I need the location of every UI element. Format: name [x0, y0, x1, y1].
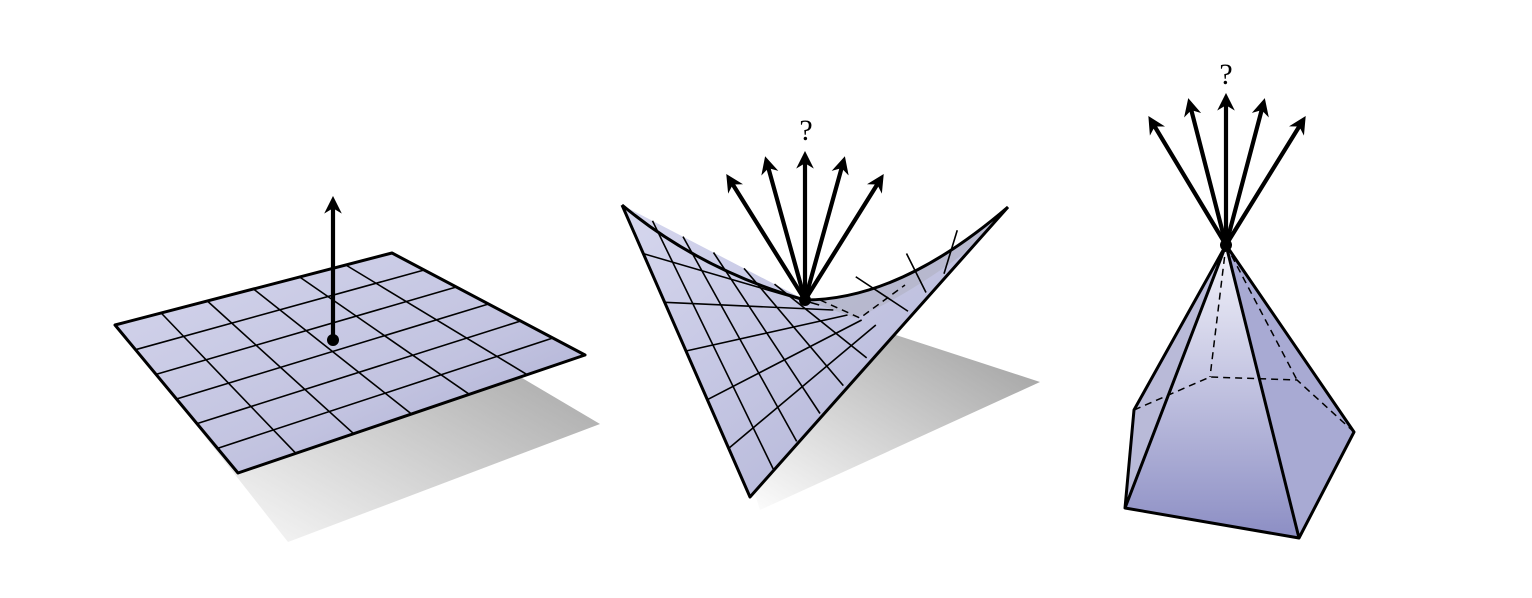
plane-grid [135, 264, 554, 454]
pyramid-normal-arrow-5 [1223, 115, 1306, 248]
pyramid-question-label: ? [1219, 58, 1232, 91]
saddle-back-fold [805, 207, 1008, 318]
plane-outline [113, 251, 587, 475]
normal-base-point [327, 334, 339, 346]
pyramid-outline [1123, 243, 1356, 540]
plane-grid-line [217, 337, 554, 450]
pyramid-normal-arrow-4 [1223, 98, 1269, 248]
saddle-normal-arrow-2 [761, 156, 808, 303]
saddle-normal-arrow-5 [802, 174, 884, 303]
pyramid-apex-point [1220, 239, 1232, 251]
saddle-grid-line [728, 324, 877, 449]
pyramid-hidden-edges [1133, 244, 1355, 433]
pyramid-panel: ? [1123, 58, 1356, 540]
saddle-normal-fan [726, 150, 884, 303]
saddle-question-label: ? [799, 114, 812, 147]
saddle-normal-arrow-1 [726, 174, 808, 303]
pyramid-normal-fan [1148, 92, 1306, 248]
saddle-normal-arrow-4 [802, 156, 849, 303]
flat-plane-surface [115, 253, 585, 473]
saddle-panel: ? [620, 114, 1040, 510]
pyramid-normal-arrow-2 [1184, 98, 1229, 248]
pyramid-front-right-face [1226, 245, 1354, 538]
flat-plane-panel [113, 195, 600, 542]
saddle-grid-line [855, 276, 909, 312]
saddle-point [799, 294, 811, 306]
saddle-hidden-edge [819, 284, 906, 319]
pyramid-front-face [1125, 245, 1299, 538]
saddle-grid [643, 220, 959, 470]
saddle-grid-line [905, 253, 927, 293]
pyramid-normal-arrow-1 [1148, 115, 1229, 248]
